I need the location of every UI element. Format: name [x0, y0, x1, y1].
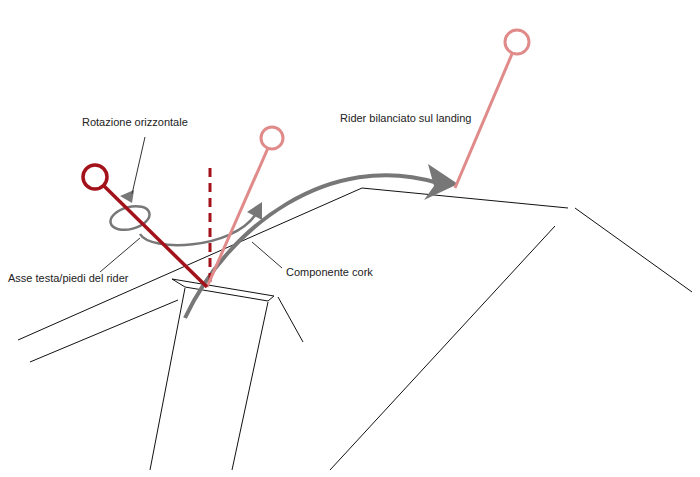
annotation-label: Rider bilanciato sul landing	[338, 112, 473, 125]
annotation-label: Componente cork	[284, 266, 375, 279]
rider-rotated	[83, 165, 207, 287]
vertical-axis	[209, 168, 212, 284]
leader-lines	[100, 137, 282, 272]
terrain	[18, 188, 692, 470]
annotation-label: Asse testa/piedi del rider	[6, 272, 130, 285]
rider-landing	[455, 30, 529, 188]
annotation-label: Rotazione orizzontale	[80, 116, 190, 129]
rider-takeoff	[207, 127, 283, 287]
